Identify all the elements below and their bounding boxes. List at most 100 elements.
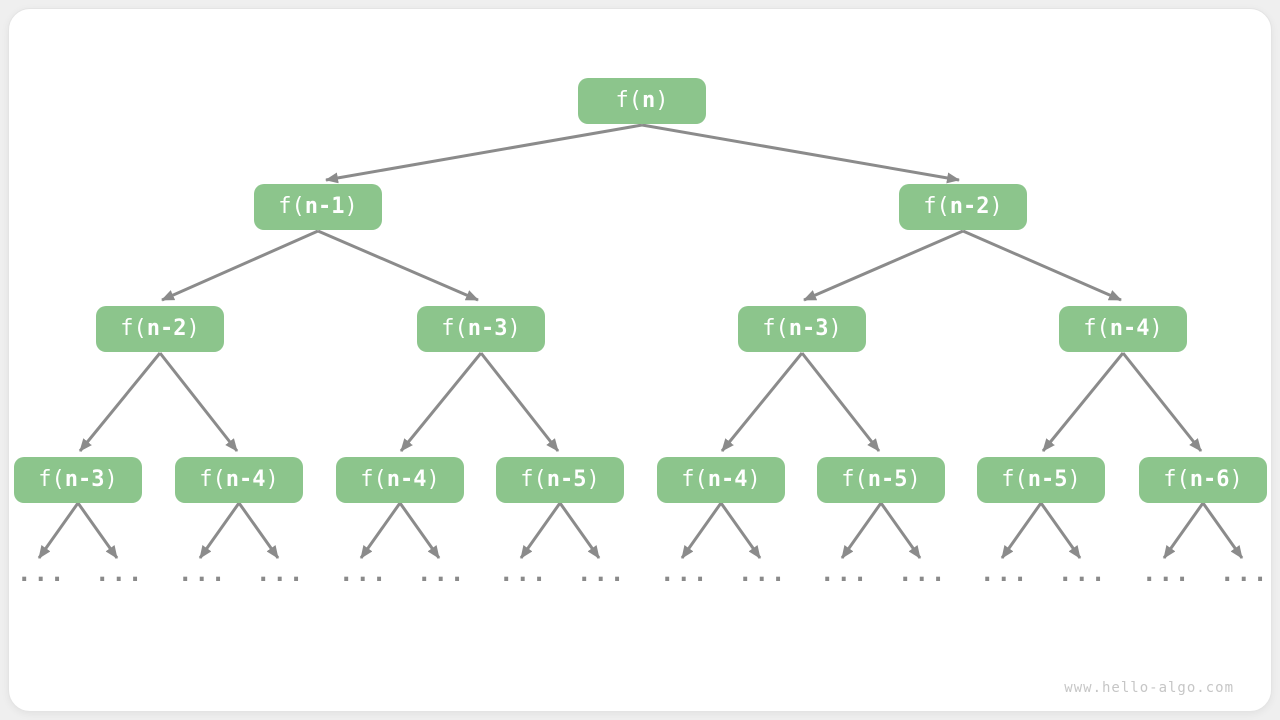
node-label-open: f( xyxy=(1001,467,1028,492)
edge-fn1-to-fn3 xyxy=(317,229,479,302)
node-label-arg: n-1 xyxy=(304,194,345,219)
edge-l3d-left xyxy=(1041,352,1125,452)
ellipsis-leaf: ... xyxy=(738,559,788,587)
tree-node-l3-f-n-3-a: f(n-3) xyxy=(417,306,545,352)
node-label-open: f( xyxy=(923,194,950,219)
ellipsis-leaf: ... xyxy=(339,559,389,587)
node-label-arg: n-4 xyxy=(386,467,427,492)
edge-fn1-to-fn2 xyxy=(161,229,319,302)
ellipsis-leaf: ... xyxy=(1142,559,1192,587)
edge-l3a-left xyxy=(78,352,162,452)
node-label-open: f( xyxy=(520,467,547,492)
tree-node-l4-f-n-5-a: f(n-5) xyxy=(496,457,624,503)
node-label-close: ) xyxy=(1149,316,1163,341)
ellipsis-leaf: ... xyxy=(577,559,627,587)
edge-l3a-right xyxy=(158,352,239,452)
ellipsis-leaf: ... xyxy=(898,559,948,587)
edge-leaf7-right xyxy=(1039,502,1082,559)
tree-node-l4-f-n-3: f(n-3) xyxy=(14,457,142,503)
edge-leaf7-left xyxy=(1000,502,1043,559)
node-label-arg: n-6 xyxy=(1189,467,1230,492)
node-label-open: f( xyxy=(360,467,387,492)
node-label-arg: n-4 xyxy=(1109,316,1150,341)
edge-root-to-fn1 xyxy=(325,123,643,184)
tree-node-f-n: f(n) xyxy=(578,78,706,124)
tree-node-f-n-2: f(n-2) xyxy=(899,184,1027,230)
node-label-arg: n-3 xyxy=(64,467,105,492)
node-label-open: f( xyxy=(1083,316,1110,341)
edge-leaf2-left xyxy=(198,502,241,559)
edge-root-to-fn2 xyxy=(641,123,960,184)
ellipsis-leaf: ... xyxy=(980,559,1030,587)
edge-leaf3-right xyxy=(398,502,441,559)
ellipsis-leaf: ... xyxy=(660,559,710,587)
ellipsis-leaf: ... xyxy=(1220,559,1270,587)
node-label-close: ) xyxy=(586,467,600,492)
tree-node-l4-f-n-4-a: f(n-4) xyxy=(175,457,303,503)
node-label-close: ) xyxy=(426,467,440,492)
node-label-close: ) xyxy=(507,316,521,341)
node-label-open: f( xyxy=(120,316,147,341)
ellipsis-leaf: ... xyxy=(256,559,306,587)
tree-node-l4-f-n-4-b: f(n-4) xyxy=(336,457,464,503)
edge-leaf5-left xyxy=(680,502,723,559)
node-label-close: ) xyxy=(186,316,200,341)
node-label-close: ) xyxy=(104,467,118,492)
node-label-arg: n-2 xyxy=(146,316,187,341)
edge-leaf8-left xyxy=(1162,502,1205,559)
edge-leaf5-right xyxy=(719,502,762,559)
node-label-open: f( xyxy=(762,316,789,341)
edge-leaf1-right xyxy=(76,502,119,559)
tree-node-l3-f-n-2: f(n-2) xyxy=(96,306,224,352)
edge-leaf3-left xyxy=(359,502,402,559)
ellipsis-leaf: ... xyxy=(1058,559,1108,587)
node-label-close: ) xyxy=(989,194,1003,219)
edge-l3d-right xyxy=(1121,352,1203,452)
node-label-arg: n-3 xyxy=(467,316,508,341)
edge-fn2-to-fn4 xyxy=(962,229,1122,302)
node-label-open: f( xyxy=(199,467,226,492)
node-label-open: f( xyxy=(681,467,708,492)
edge-l3c-left xyxy=(720,352,804,452)
ellipsis-leaf: ... xyxy=(178,559,228,587)
ellipsis-leaf: ... xyxy=(95,559,145,587)
node-label-open: f( xyxy=(278,194,305,219)
tree-node-l4-f-n-5-c: f(n-5) xyxy=(977,457,1105,503)
node-label-arg: n-3 xyxy=(788,316,829,341)
node-label-arg: n-4 xyxy=(707,467,748,492)
edge-leaf2-right xyxy=(237,502,280,559)
edge-leaf1-left xyxy=(37,502,80,559)
ellipsis-leaf: ... xyxy=(417,559,467,587)
edge-l3b-left xyxy=(399,352,483,452)
node-label-close: ) xyxy=(907,467,921,492)
node-label-close: ) xyxy=(1067,467,1081,492)
node-label-arg: n-5 xyxy=(546,467,587,492)
edge-leaf6-left xyxy=(840,502,883,559)
ellipsis-leaf: ... xyxy=(17,559,67,587)
tree-node-l4-f-n-4-c: f(n-4) xyxy=(657,457,785,503)
node-label-open: f( xyxy=(841,467,868,492)
node-label-open: f( xyxy=(441,316,468,341)
edge-l3c-right xyxy=(800,352,881,452)
node-label-close: ) xyxy=(265,467,279,492)
node-label-open: f( xyxy=(615,88,643,113)
tree-node-l3-f-n-4: f(n-4) xyxy=(1059,306,1187,352)
watermark-text: www.hello-algo.com xyxy=(1064,680,1234,696)
edge-leaf4-left xyxy=(519,502,562,559)
node-label-close: ) xyxy=(655,88,669,113)
node-label-close: ) xyxy=(747,467,761,492)
node-label-arg: n-5 xyxy=(1027,467,1068,492)
tree-node-l4-f-n-6: f(n-6) xyxy=(1139,457,1267,503)
tree-node-l4-f-n-5-b: f(n-5) xyxy=(817,457,945,503)
tree-node-f-n-1: f(n-1) xyxy=(254,184,382,230)
edge-leaf8-right xyxy=(1201,502,1244,559)
node-label-close: ) xyxy=(344,194,358,219)
node-label-arg: n xyxy=(642,88,656,113)
ellipsis-leaf: ... xyxy=(820,559,870,587)
edge-leaf6-right xyxy=(879,502,922,559)
edge-fn2-to-fn3 xyxy=(803,229,964,302)
node-label-open: f( xyxy=(38,467,65,492)
ellipsis-leaf: ... xyxy=(499,559,549,587)
tree-node-l3-f-n-3-b: f(n-3) xyxy=(738,306,866,352)
